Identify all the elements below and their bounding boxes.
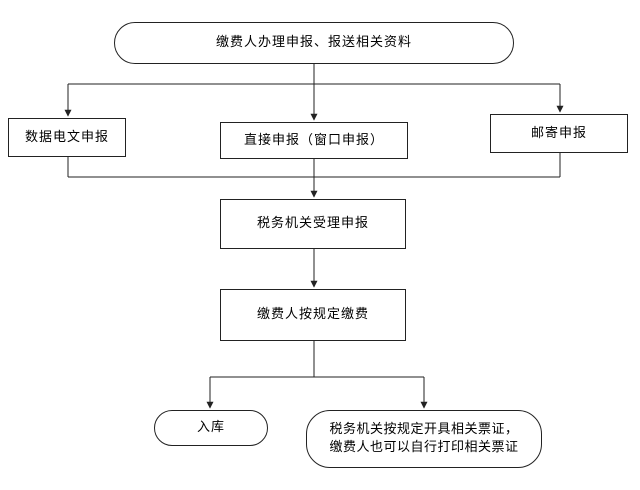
storage-label: 入库 [196,420,225,435]
tax-authority-accept-node: 税务机关受理申报 [220,199,406,249]
payer-payment-node: 缴费人按规定缴费 [220,289,406,341]
start-node: 缴费人办理申报、报送相关资料 [114,22,514,64]
mail-filing-label: 邮寄申报 [530,125,587,141]
direct-filing-label: 直接申报（窗口申报） [243,132,384,148]
electronic-filing-label: 数据电文申报 [24,129,109,145]
electronic-filing-node: 数据电文申报 [8,118,126,157]
start-node-label: 缴费人办理申报、报送相关资料 [215,35,412,50]
tax-authority-accept-label: 税务机关受理申报 [256,216,369,231]
invoice-node: 税务机关按规定开具相关票证， 缴费人也可以自行打印相关票证 [306,410,542,468]
invoice-label-line-2: 缴费人也可以自行打印相关票证 [329,440,519,455]
invoice-label: 税务机关按规定开具相关票证， 缴费人也可以自行打印相关票证 [329,421,518,457]
storage-node: 入库 [154,410,268,446]
invoice-label-line-1: 税务机关按规定开具相关票证， [329,422,519,437]
direct-filing-node: 直接申报（窗口申报） [220,122,408,159]
payer-payment-label: 缴费人按规定缴费 [256,307,369,322]
mail-filing-node: 邮寄申报 [490,114,628,153]
